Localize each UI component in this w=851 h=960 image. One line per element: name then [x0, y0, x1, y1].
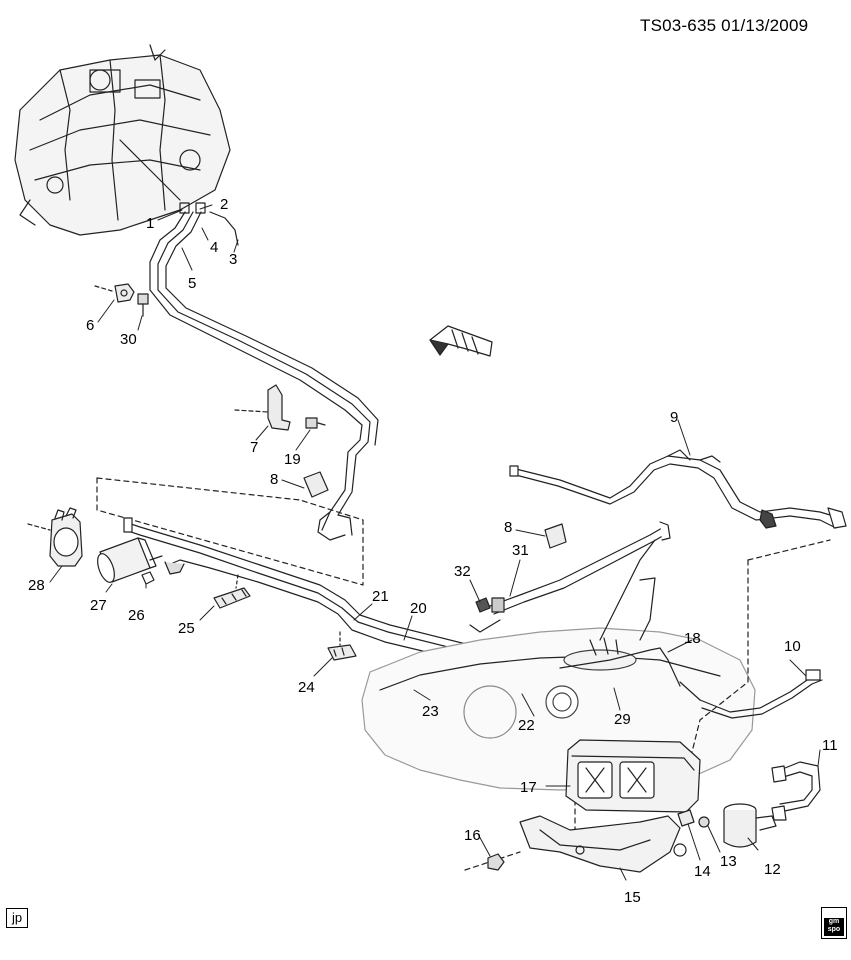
filter-bracket-28 [27, 507, 83, 567]
canister-17 [565, 739, 701, 813]
callout-24: 24 [298, 679, 315, 696]
callout-7: 7 [250, 439, 258, 456]
callout-31: 31 [512, 542, 529, 559]
fuel-filter-27 [97, 537, 163, 583]
callout-30: 30 [120, 331, 137, 348]
callout-28: 28 [28, 577, 45, 594]
callout-19: 19 [284, 451, 301, 468]
logo-text-bottom: spo [827, 926, 841, 933]
engine-assembly [14, 44, 231, 236]
callout-8-lower: 8 [504, 519, 512, 536]
callout-27: 27 [90, 597, 107, 614]
line-18 [559, 647, 681, 687]
callout-4: 4 [210, 239, 218, 256]
sleeve-8-upper [303, 471, 329, 498]
callout-11: 11 [822, 737, 838, 754]
front-direction-arrow-icon [429, 325, 493, 357]
corner-tag: jp [6, 908, 28, 928]
hose-31 [489, 521, 671, 641]
bolt-19 [305, 417, 326, 429]
clip-14 [677, 809, 695, 827]
bracket-7 [234, 384, 291, 431]
bolt-30 [137, 293, 149, 317]
leader-lines [49, 204, 821, 881]
callout-16: 16 [464, 827, 481, 844]
fitting-32 [475, 597, 491, 613]
callout-6: 6 [86, 317, 94, 334]
callout-13: 13 [720, 853, 737, 870]
gm-spo-logo-icon: gm spo [821, 907, 847, 939]
callout-12: 12 [764, 861, 781, 878]
callout-25: 25 [178, 620, 195, 637]
callout-32: 32 [454, 563, 471, 580]
callout-17: 17 [520, 779, 537, 796]
clip-6 [94, 283, 135, 303]
callout-3: 3 [229, 251, 237, 268]
header-code: TS03-635 01/13/2009 [640, 16, 809, 35]
callout-5: 5 [188, 275, 196, 292]
fuel-lines-front [149, 202, 379, 541]
callout-20: 20 [410, 600, 427, 617]
callout-2: 2 [220, 196, 228, 213]
callout-22: 22 [518, 717, 535, 734]
nut-16 [487, 853, 505, 871]
callout-9: 9 [670, 409, 678, 426]
filter-callout-box [96, 477, 364, 586]
hose-10 [679, 669, 823, 719]
callout-21: 21 [372, 588, 389, 605]
sleeve-8-lower [544, 523, 567, 549]
hose-11 [771, 761, 821, 821]
callout-18: 18 [684, 630, 701, 647]
clip-25 [213, 574, 251, 609]
callout-1: 1 [146, 215, 154, 232]
clip-13 [698, 816, 710, 828]
callout-23: 23 [422, 703, 439, 720]
callout-14: 14 [694, 863, 711, 880]
canister-bracket-15 [519, 815, 687, 873]
callout-26: 26 [128, 607, 145, 624]
clip-26 [141, 571, 155, 585]
callout-10: 10 [784, 638, 801, 655]
callout-labels: 1 2 3 4 5 6 30 7 19 8 9 8 31 32 28 27 26… [28, 196, 838, 906]
clip-24 [327, 631, 357, 661]
callout-29: 29 [614, 711, 631, 728]
logo-text-top: gm [828, 918, 840, 925]
vapor-line-9 [509, 449, 847, 529]
callout-15: 15 [624, 889, 641, 906]
callout-8-upper: 8 [270, 471, 278, 488]
